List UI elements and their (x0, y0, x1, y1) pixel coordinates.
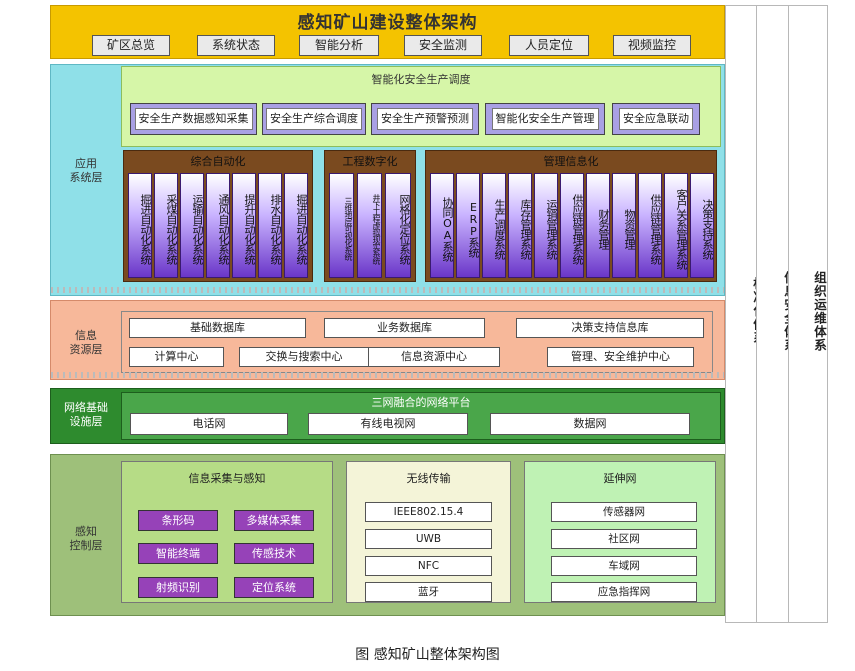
dispatch-title: 智能化安全生产调度 (371, 73, 471, 86)
computing-center[interactable]: 计算中心 (129, 347, 224, 367)
dispatch-item-data-collect[interactable]: 安全生产数据感知采集 (130, 103, 257, 135)
system-sales[interactable]: 运销管理系统 (534, 173, 558, 278)
system-production-dispatch[interactable]: 生产调度系统 (482, 173, 506, 278)
system-decision-support[interactable]: 决策支持系统 (690, 173, 714, 278)
wireless-title: 无线传输 (406, 472, 451, 485)
system-transport-automation[interactable]: 运输自动化系统 (180, 173, 204, 278)
group-automation-title: 综合自动化 (190, 155, 246, 168)
system-3d-geology[interactable]: 三维地层可视化系统 (329, 173, 354, 278)
system-oa[interactable]: 协同OA系统 (430, 173, 454, 278)
group-management-title: 管理信息化 (543, 155, 599, 168)
system-supply-chain-2[interactable]: 供应链管理系统 (638, 173, 662, 278)
system-finance[interactable]: 财务管理 (586, 173, 610, 278)
decision-info-database[interactable]: 决策支持信息库 (516, 318, 704, 338)
maintenance-center[interactable]: 管理、安全维护中心 (547, 347, 694, 367)
system-grid-positioning[interactable]: 网格化定位系统 (385, 173, 411, 278)
dispatch-panel: 智能化安全生产调度 安全生产数据感知采集 安全生产综合调度 安全生产预警预测 智… (121, 66, 721, 147)
system-tunneling-automation-2[interactable]: 掘进自动化系统 (284, 173, 308, 278)
info-resource-panel: 基础数据库 业务数据库 决策支持信息库 计算中心 交换与搜索中心 信息资源中心 … (121, 311, 713, 373)
system-crm[interactable]: 客户关系管理系统 (664, 173, 688, 278)
sensing-layer: 感知 控制层 信息采集与感知 条形码 多媒体采集 智能终端 传感技术 射频识别 … (50, 454, 725, 616)
group-engineering-title: 工程数字化 (342, 155, 398, 168)
basic-database[interactable]: 基础数据库 (129, 318, 306, 338)
telephone-network[interactable]: 电话网 (130, 413, 288, 435)
rfid-button[interactable]: 射频识别 (138, 577, 218, 598)
multimedia-button[interactable]: 多媒体采集 (234, 510, 314, 531)
business-database[interactable]: 业务数据库 (324, 318, 485, 338)
top-banner: 感知矿山建设整体架构 矿区总览 系统状态 智能分析 安全监测 人员定位 视频监控 (50, 5, 725, 59)
nfc-item[interactable]: NFC (365, 556, 492, 576)
dispatch-item-integrated[interactable]: 安全生产综合调度 (262, 103, 366, 135)
layer-divider (51, 372, 724, 378)
smart-terminal-button[interactable]: 智能终端 (138, 543, 218, 564)
figure-caption: 图 感知矿山整体架构图 (355, 647, 500, 663)
positioning-button[interactable]: 定位系统 (234, 577, 314, 598)
info-layer-label: 信息 资源层 (69, 329, 103, 356)
system-supply-chain[interactable]: 供应链管理系统 (560, 173, 584, 278)
network-platform-panel: 三网融合的网络平台 电话网 有线电视网 数据网 (121, 392, 721, 440)
dispatch-item-warning[interactable]: 安全生产预警预测 (371, 103, 479, 135)
nav-button-personnel-location[interactable]: 人员定位 (509, 35, 589, 56)
info-resource-center[interactable]: 信息资源中心 (368, 347, 500, 367)
dispatch-item-label: 智能化安全生产管理 (491, 108, 599, 130)
application-layer: 应用 系统层 智能化安全生产调度 安全生产数据感知采集 安全生产综合调度 安全生… (50, 64, 725, 296)
system-vr-engineering[interactable]: 井下工程虚拟现实系统 (357, 173, 382, 278)
group-management: 管理信息化 协同OA系统 ERP系统 生产调度系统 库存管理系统 运销管理系统 … (425, 150, 717, 282)
barcode-button[interactable]: 条形码 (138, 510, 218, 531)
operations-column: 组织运维体系 (788, 5, 828, 623)
uwb-item[interactable]: UWB (365, 529, 492, 549)
info-collection-title: 信息采集与感知 (188, 472, 266, 485)
community-network-item[interactable]: 社区网 (551, 529, 697, 549)
nav-button-system-status[interactable]: 系统状态 (197, 35, 275, 56)
system-inventory[interactable]: 库存管理系统 (508, 173, 532, 278)
info-resource-layer: 信息 资源层 基础数据库 业务数据库 决策支持信息库 计算中心 交换与搜索中心 … (50, 300, 725, 380)
nav-button-safety-monitor[interactable]: 安全监测 (404, 35, 482, 56)
system-ventilation-automation[interactable]: 通风自动化系统 (206, 173, 230, 278)
sensor-network-item[interactable]: 传感器网 (551, 502, 697, 522)
network-platform-title: 三网融合的网络平台 (371, 396, 471, 409)
bluetooth-item[interactable]: 蓝牙 (365, 582, 492, 602)
ieee-802154-item[interactable]: IEEE802.15.4 (365, 502, 492, 522)
system-drainage-automation[interactable]: 排水自动化系统 (258, 173, 282, 278)
dispatch-item-label: 安全生产综合调度 (266, 108, 362, 130)
info-collection-panel: 信息采集与感知 条形码 多媒体采集 智能终端 传感技术 射频识别 定位系统 (121, 461, 333, 603)
exchange-search-center[interactable]: 交换与搜索中心 (239, 347, 369, 367)
application-layer-label: 应用 系统层 (69, 157, 103, 184)
cable-tv-network[interactable]: 有线电视网 (308, 413, 468, 435)
network-layer: 网络基础 设施层 三网融合的网络平台 电话网 有线电视网 数据网 (50, 388, 725, 444)
sensing-layer-label: 感知 控制层 (69, 525, 103, 552)
system-erp[interactable]: ERP系统 (456, 173, 480, 278)
system-tunneling-automation[interactable]: 掘进自动化系统 (128, 173, 152, 278)
emergency-network-item[interactable]: 应急指挥网 (551, 582, 697, 602)
dispatch-item-emergency[interactable]: 安全应急联动 (612, 103, 700, 135)
dispatch-item-label: 安全生产预警预测 (377, 108, 473, 130)
system-hoist-automation[interactable]: 提升自动化系统 (232, 173, 256, 278)
group-engineering: 工程数字化 三维地层可视化系统 井下工程虚拟现实系统 网格化定位系统 (324, 150, 416, 282)
dispatch-item-label: 安全应急联动 (619, 108, 693, 130)
nav-button-analysis[interactable]: 智能分析 (299, 35, 379, 56)
data-network[interactable]: 数据网 (490, 413, 690, 435)
extension-network-title: 延伸网 (603, 472, 637, 485)
nav-button-video[interactable]: 视频监控 (613, 35, 691, 56)
dispatch-item-management[interactable]: 智能化安全生产管理 (485, 103, 605, 135)
wireless-panel: 无线传输 IEEE802.15.4 UWB NFC 蓝牙 (346, 461, 511, 603)
layer-divider (51, 287, 724, 293)
nav-button-overview[interactable]: 矿区总览 (92, 35, 170, 56)
sensing-tech-button[interactable]: 传感技术 (234, 543, 314, 564)
group-automation: 综合自动化 掘进自动化系统 采煤自动化系统 运输自动化系统 通风自动化系统 提升… (123, 150, 313, 282)
extension-network-panel: 延伸网 传感器网 社区网 车域网 应急指挥网 (524, 461, 716, 603)
dispatch-item-label: 安全生产数据感知采集 (134, 108, 253, 130)
vehicle-network-item[interactable]: 车域网 (551, 556, 697, 576)
diagram-title: 感知矿山建设整体架构 (297, 13, 478, 33)
operations-label: 组织运维体系 (812, 270, 827, 352)
system-mining-automation[interactable]: 采煤自动化系统 (154, 173, 178, 278)
system-materials[interactable]: 物资管理 (612, 173, 636, 278)
network-layer-label: 网络基础 设施层 (64, 401, 108, 428)
